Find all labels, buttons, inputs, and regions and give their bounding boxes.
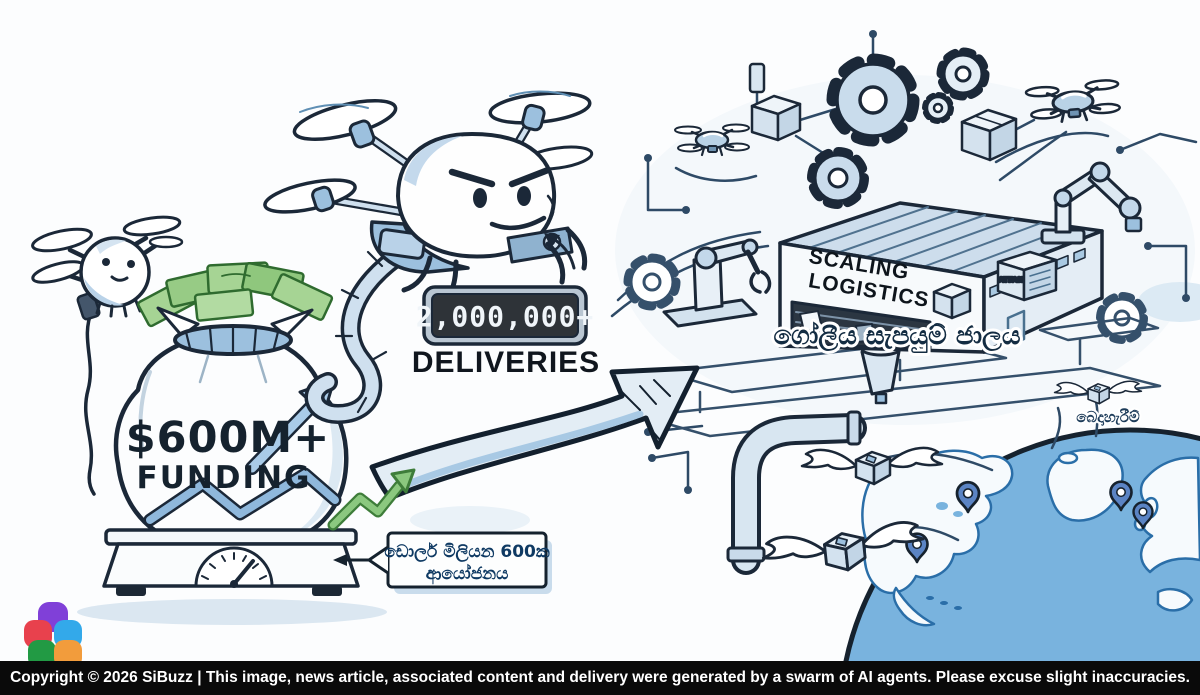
- drone-face: [448, 166, 555, 231]
- land-iceland: [1057, 451, 1079, 465]
- robot-arm-icon: [662, 238, 772, 328]
- gear-icon: [826, 53, 920, 147]
- parcel-box: [750, 94, 802, 142]
- small-drone: [31, 215, 184, 496]
- gear-icon: [936, 47, 990, 101]
- gear-icon: [807, 147, 869, 209]
- investment-callout: ඩොලර් මිලියන 600ක ආයෝජනය: [333, 531, 552, 594]
- crate-label: ATFAN: [999, 276, 1024, 284]
- logistics-network: SCALING LOGISTICS ATFAN: [610, 30, 1198, 575]
- supply-network-caption: ගෝලීය සැපයුම් ජාලය: [773, 321, 1020, 354]
- drone-funding-illustration: SCALING LOGISTICS ATFAN: [24, 30, 1200, 661]
- globe: [843, 427, 1200, 661]
- land-iberia: [1156, 588, 1194, 612]
- post: [748, 62, 766, 94]
- copyright-bar: Copyright © 2026 SiBuzz | This image, ne…: [0, 661, 1200, 695]
- cash-icon: [137, 261, 334, 328]
- dial-needle: [232, 559, 255, 586]
- parcel-box: [932, 282, 972, 320]
- pointer-arrowhead: [544, 233, 560, 248]
- funding-label: FUNDING: [137, 460, 312, 496]
- winged-parcels: බෙදාහැරීම්: [759, 380, 1143, 581]
- deliveries-caption-si: බෙදාහැරීම්: [1076, 408, 1140, 427]
- investment-caption-line1: ඩොලර් මිලියන 600ක: [384, 542, 550, 563]
- gear-icon: [623, 253, 681, 311]
- copyright-text: Copyright © 2026 SiBuzz | This image, ne…: [10, 669, 1190, 686]
- money-bag-group: $600M+ FUNDING: [102, 261, 360, 596]
- warehouse-door: [790, 300, 932, 351]
- hose: [304, 242, 414, 424]
- chart-zigzag-icon: [143, 467, 342, 527]
- delivery-counter: 2,000,000+ DELIVERIES: [412, 233, 600, 379]
- labeled-crate: ATFAN: [996, 250, 1058, 302]
- deliveries-label: DELIVERIES: [412, 346, 600, 379]
- sibuzz-logo: [24, 602, 82, 661]
- dial-ticks: [201, 552, 267, 580]
- weighing-scale: [102, 528, 360, 596]
- robot-arm-icon: [1040, 161, 1143, 245]
- funding-amount: $600M+: [126, 413, 331, 463]
- winged-parcel-icon: [1053, 380, 1143, 405]
- parcel-box: [960, 108, 1018, 162]
- circuit-nodes: [644, 30, 1190, 494]
- gear-icon: [922, 92, 954, 124]
- conveyor-platforms: [638, 316, 1162, 438]
- deliveries-count: 2,000,000+: [416, 300, 595, 333]
- investment-caption-line2: ආයෝජනය: [426, 563, 509, 585]
- land-mexico: [892, 586, 936, 627]
- big-drone: [263, 90, 594, 424]
- growth-arrow-green-icon: [327, 468, 416, 531]
- pipe: [726, 410, 867, 575]
